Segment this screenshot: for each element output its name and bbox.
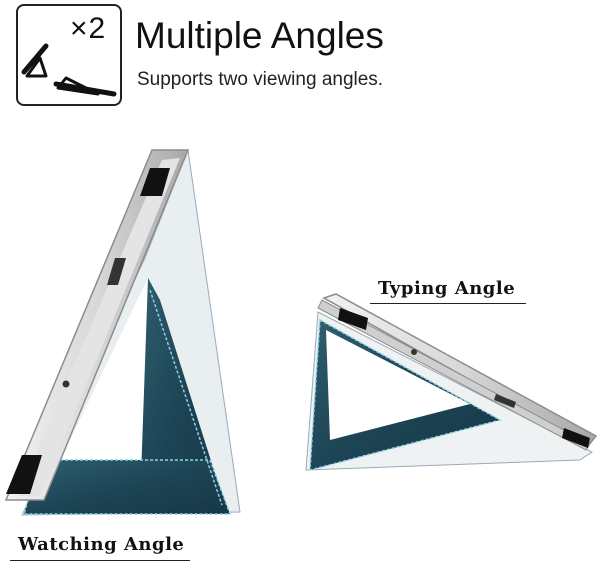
watching-angle-stand [4, 148, 241, 516]
page-title: Multiple Angles [135, 15, 384, 56]
typing-angle-underline [370, 303, 526, 304]
watching-angle-underline [10, 560, 190, 561]
stand-angle-glyphs [21, 43, 117, 97]
page-subtitle: Supports two viewing angles. [137, 69, 384, 90]
multiplier-badge: ×2 [70, 12, 107, 45]
typing-angle-label: Typing Angle [378, 278, 516, 299]
watching-angle-label: Watching Angle [18, 534, 185, 555]
two-stand-angles-icon: ×2 [16, 4, 122, 106]
typing-angle-stand [305, 293, 598, 471]
